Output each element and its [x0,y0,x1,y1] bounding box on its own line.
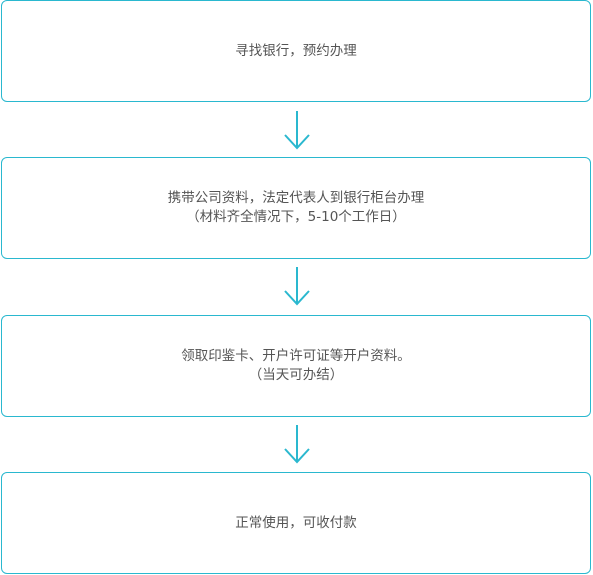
step-2-text: 携带公司资料，法定代表人到银行柜台办理 [167,190,425,206]
step-box-1: 寻找银行，预约办理 [1,0,591,102]
step-3-note: （当天可办结） [248,367,344,383]
step-box-3: 领取印鉴卡、开户许可证等开户资料。 （当天可办结） [1,315,591,417]
arrow-down-icon [284,111,310,150]
step-4-text: 正常使用，可收付款 [235,514,357,531]
step-3-text: 领取印鉴卡、开户许可证等开户资料。 [181,348,411,364]
arrow-down-icon [284,425,310,464]
step-2-note: （材料齐全情况下，5-10个工作日） [186,209,406,225]
step-box-4: 正常使用，可收付款 [1,472,591,574]
arrow-down-icon [284,267,310,306]
step-1-text: 寻找银行，预约办理 [235,42,357,59]
step-box-2: 携带公司资料，法定代表人到银行柜台办理 （材料齐全情况下，5-10个工作日） [1,157,591,259]
